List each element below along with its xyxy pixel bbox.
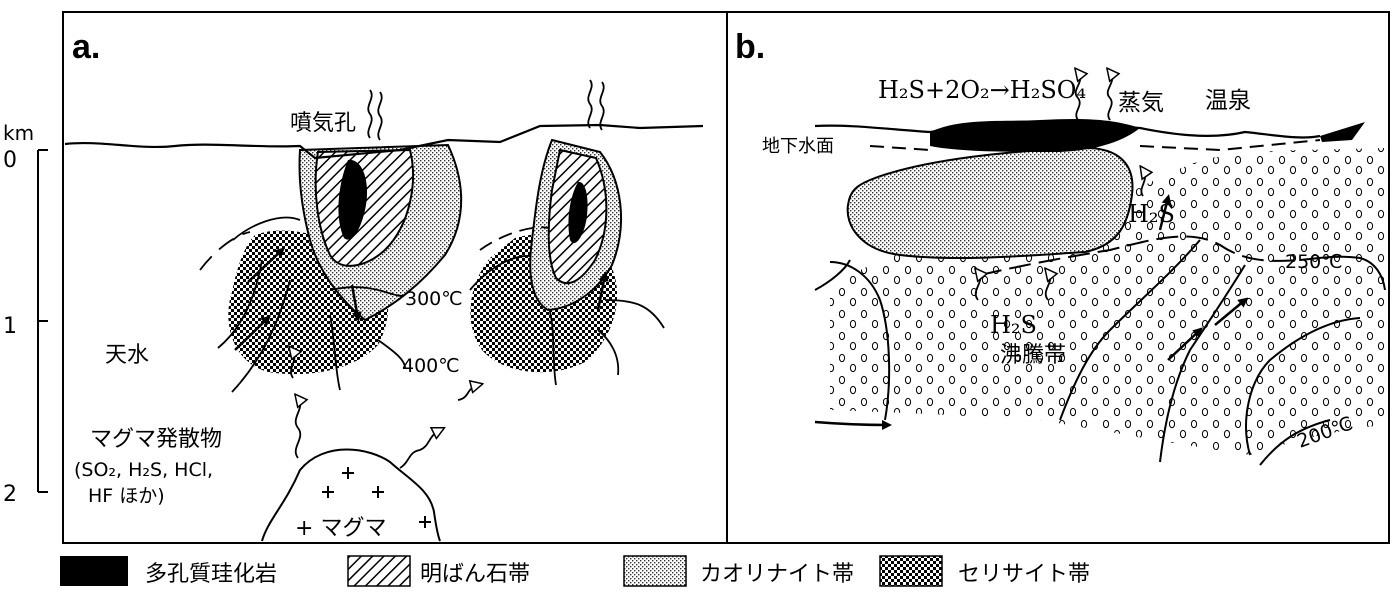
- meteoric-flow-arrows-a: [234, 247, 609, 351]
- legend-swatch-kaolinite: [623, 555, 687, 587]
- isotherm-lines-b: [814, 235, 1386, 466]
- magma-gas-arrows-a: [291, 350, 478, 469]
- fluid-flow-arrows-b: [814, 194, 1249, 430]
- silicified-patch-b: [1320, 122, 1365, 142]
- label-fumarole: 噴気孔: [290, 111, 356, 136]
- label-magma-emanations: マグマ発散物: [90, 427, 222, 452]
- magma-crosses: [322, 467, 431, 528]
- legend-label-alunite: 明ばん石帯: [420, 562, 530, 587]
- label-h2s-upper: H₂S: [1128, 200, 1175, 228]
- magma-body: [261, 448, 441, 542]
- label-isotherm-400: 400℃: [402, 355, 460, 377]
- h2s-rising-arrows-b: [976, 72, 1145, 301]
- scale-unit: km: [3, 121, 34, 145]
- depth-scale: km 0 1 2: [3, 121, 48, 507]
- ground-surface-b: [814, 123, 1321, 139]
- label-meteoric-water: 天水: [105, 343, 149, 368]
- steam-squiggles-b: [1075, 97, 1113, 121]
- kaolinite-zone-b: [846, 146, 1134, 259]
- silicified-core-right: [568, 181, 588, 244]
- scale-tick-1: 1: [3, 314, 17, 339]
- label-hot-spring: 温泉: [1205, 88, 1251, 114]
- label-reaction: H₂S+2O₂→H₂SO₄: [878, 76, 1086, 104]
- scale-tick-0: 0: [3, 148, 17, 173]
- ground-surface-a: [64, 123, 704, 160]
- label-boiling-zone: 沸騰帯: [1000, 343, 1066, 368]
- scale-tick-2: 2: [3, 482, 17, 507]
- label-steam: 蒸気: [1118, 90, 1164, 116]
- panel-a-label: a.: [72, 28, 100, 66]
- steam-squiggles-a: [367, 79, 605, 141]
- legend-label-silicified: 多孔質珪化岩: [145, 562, 277, 587]
- legend-swatch-sericite: [879, 555, 943, 587]
- label-isotherm-250: 250℃: [1285, 251, 1343, 273]
- label-gas-list-1: (SO₂, H₂S, HCl,: [74, 459, 213, 481]
- legend-swatch-silicified: [60, 556, 128, 586]
- panel-b-frame: [726, 11, 1390, 544]
- boiling-zone: [830, 148, 1386, 455]
- silicified-core-left: [338, 159, 368, 240]
- panel-b-label: b.: [735, 28, 765, 66]
- label-gas-list-2: HF ほか): [88, 485, 165, 507]
- label-water-table: 地下水面: [762, 136, 834, 157]
- legend-label-sericite: セリサイト帯: [958, 562, 1090, 587]
- legend-swatch-alunite: [347, 555, 411, 587]
- legend: 多孔質珪化岩 明ばん石帯 カオリナイト帯 セリサイト帯: [60, 555, 1090, 587]
- label-isotherm-300: 300℃: [405, 288, 463, 310]
- label-h2s-lower: H₂S: [990, 311, 1037, 339]
- label-magma: + マグマ: [295, 516, 386, 541]
- isotherm-lines-a: [199, 216, 665, 393]
- water-table-line: [869, 139, 1321, 152]
- legend-label-kaolinite: カオリナイト帯: [700, 562, 854, 587]
